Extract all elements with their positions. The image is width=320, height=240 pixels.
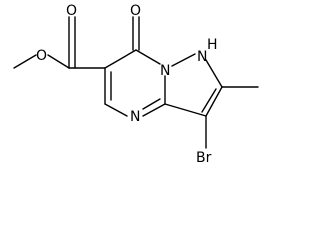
bond-n4-c5 (104, 103, 128, 117)
atom-carbonyl-oxygen: O (66, 3, 77, 19)
atom-ketone-oxygen: O (130, 3, 141, 19)
bond-c3a-n4-inner (142, 98, 161, 110)
bond-ester-o-carbonyl-c (47, 54, 70, 69)
atom-ester-oxygen: O (36, 48, 47, 64)
bond-c2-c3 (205, 86, 223, 117)
bond-c3-c3a (164, 103, 207, 117)
bond-methyl-ester-o (13, 54, 37, 69)
atom-labels: O O O N N H N Br (36, 3, 218, 166)
molecular-structure-diagram: O O O N N H N Br (13, 3, 259, 166)
bonds (13, 16, 259, 149)
atom-pyrimidine-nitrogen: N (130, 109, 140, 125)
atom-bromine: Br (196, 150, 212, 166)
atom-bridge-nitrogen: N (160, 63, 170, 79)
atom-nh-nitrogen: N (197, 49, 207, 65)
bond-c2-c3-inner (201, 88, 217, 113)
atom-nh-hydrogen: H (207, 37, 218, 53)
bond-n1-c2 (205, 59, 223, 88)
bond-c3a-n4 (142, 103, 166, 117)
bond-c6-c7 (104, 49, 137, 69)
bond-c7-n-bridge (135, 49, 161, 65)
bond-n-bridge-n1 (171, 53, 196, 67)
